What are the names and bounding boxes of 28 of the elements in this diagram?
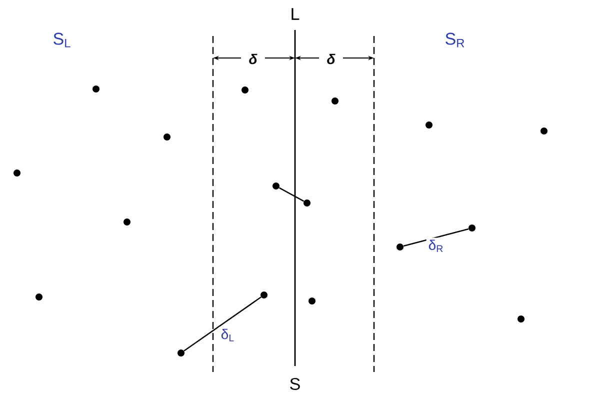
point <box>540 128 548 134</box>
point <box>14 170 20 176</box>
label: δ <box>327 54 336 64</box>
point <box>242 86 248 94</box>
point <box>308 298 316 304</box>
edge-label: δ$_{L}$ <box>221 328 234 342</box>
point <box>164 134 170 140</box>
point <box>468 224 476 232</box>
point <box>178 350 184 356</box>
label: S <box>290 378 300 390</box>
point <box>272 182 280 190</box>
edge-label: δ$_{R}$ <box>428 240 443 252</box>
label: S$_{L}$ <box>54 32 70 48</box>
label: L <box>292 8 300 20</box>
line-segment <box>278 187 304 202</box>
point <box>124 218 130 226</box>
label: δ <box>249 54 258 64</box>
point <box>260 292 268 298</box>
point <box>426 122 432 128</box>
point <box>396 244 404 250</box>
point <box>92 86 100 92</box>
point <box>36 294 42 300</box>
point <box>332 98 338 104</box>
line-segment <box>403 228 469 247</box>
line-segment <box>184 296 262 352</box>
point <box>518 316 524 322</box>
label: S$_{R}$ <box>446 32 464 48</box>
point <box>304 200 310 206</box>
